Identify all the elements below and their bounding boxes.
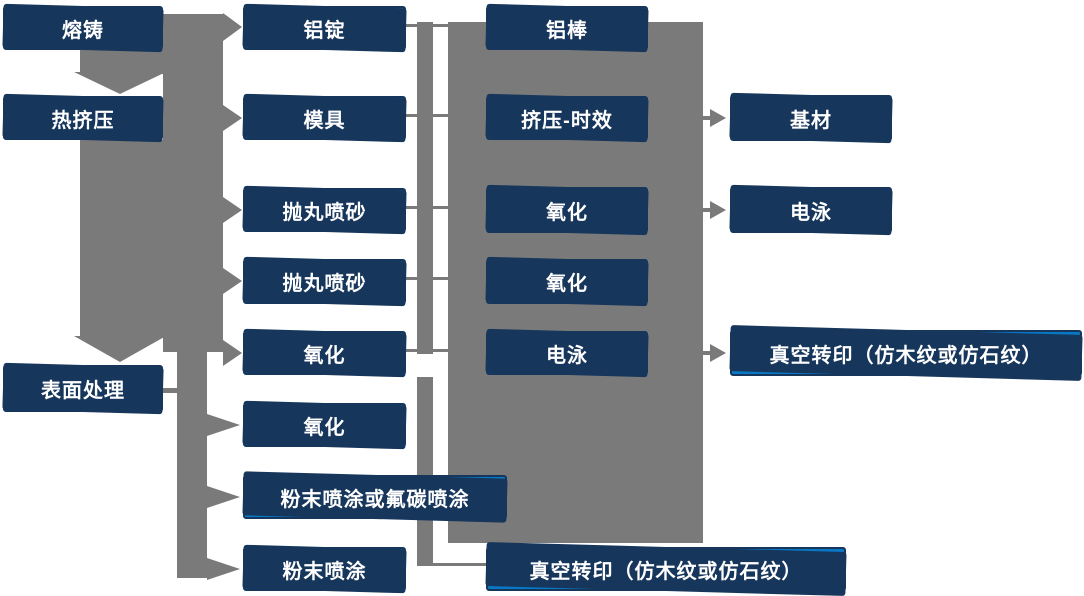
node-dianyong-2: 电泳 (730, 187, 892, 233)
arrowhead-to-electrophoresis (710, 201, 726, 219)
connector-left-vertical-band (163, 14, 223, 352)
arrowhead-to-shot-blasting-2 (223, 268, 242, 294)
node-lvbang: 铝棒 (486, 6, 648, 50)
stem-to-vacuum-transfer (702, 351, 710, 355)
node-zhenkong-1: 真空转印（仿木纹或仿石纹） (486, 547, 846, 591)
node-jiya-shixiao: 挤压-时效 (486, 96, 648, 140)
connector-surface-branch-band (177, 345, 207, 578)
arrowhead-to-aluminum-ingot (223, 13, 242, 41)
arrowhead-down-to-surface-treatment (74, 336, 166, 362)
stem-to-base-material (702, 116, 710, 120)
arrowhead-to-shot-blasting-1 (223, 197, 242, 223)
node-dianyong-1: 电泳 (486, 331, 648, 375)
node-jicai: 基材 (730, 95, 892, 141)
connector-mid-bar-lower (417, 377, 433, 566)
node-zhenkong-2: 真空转印（仿木纹或仿石纹） (730, 330, 1082, 376)
arrowhead-down-to-hot-extrusion (74, 72, 166, 94)
node-paowan-1: 抛丸喷砂 (243, 188, 406, 232)
node-rejiya: 热挤压 (3, 96, 163, 140)
node-fenmo-futan: 粉末喷涂或氟碳喷涂 (243, 475, 507, 519)
node-biaomianchuli: 表面处理 (3, 365, 163, 412)
stem-to-electrophoresis (702, 208, 710, 212)
connector-extrusion-to-surface (80, 140, 163, 338)
connector-mid-bar-upper (417, 22, 433, 354)
arrowhead-to-mold (223, 105, 242, 131)
node-yanghua-1: 氧化 (243, 331, 406, 375)
arrowhead-to-oxidation-2 (207, 414, 240, 436)
node-yanghua-4: 氧化 (486, 259, 648, 304)
node-yanghua-3: 氧化 (486, 187, 648, 233)
arrowhead-to-base-material (710, 109, 726, 127)
arrowhead-to-powder-coating (207, 558, 240, 580)
node-rongzhu: 熔铸 (3, 6, 163, 50)
connector-surface-stub (163, 388, 179, 393)
node-paowan-2: 抛丸喷砂 (243, 259, 406, 304)
arrowhead-to-vacuum-transfer (710, 344, 726, 362)
arrowhead-to-powder-fluorocarbon (207, 486, 240, 508)
link-powder-to-vacuum-transfer (425, 563, 486, 566)
node-yanghua-2: 氧化 (243, 403, 406, 447)
node-muju: 模具 (243, 96, 406, 140)
connector-melting-to-extrusion (80, 48, 163, 74)
node-lvding: 铝锭 (243, 6, 406, 50)
arrowhead-to-oxidation-1 (223, 340, 242, 366)
node-fenmo: 粉末喷涂 (243, 547, 406, 591)
